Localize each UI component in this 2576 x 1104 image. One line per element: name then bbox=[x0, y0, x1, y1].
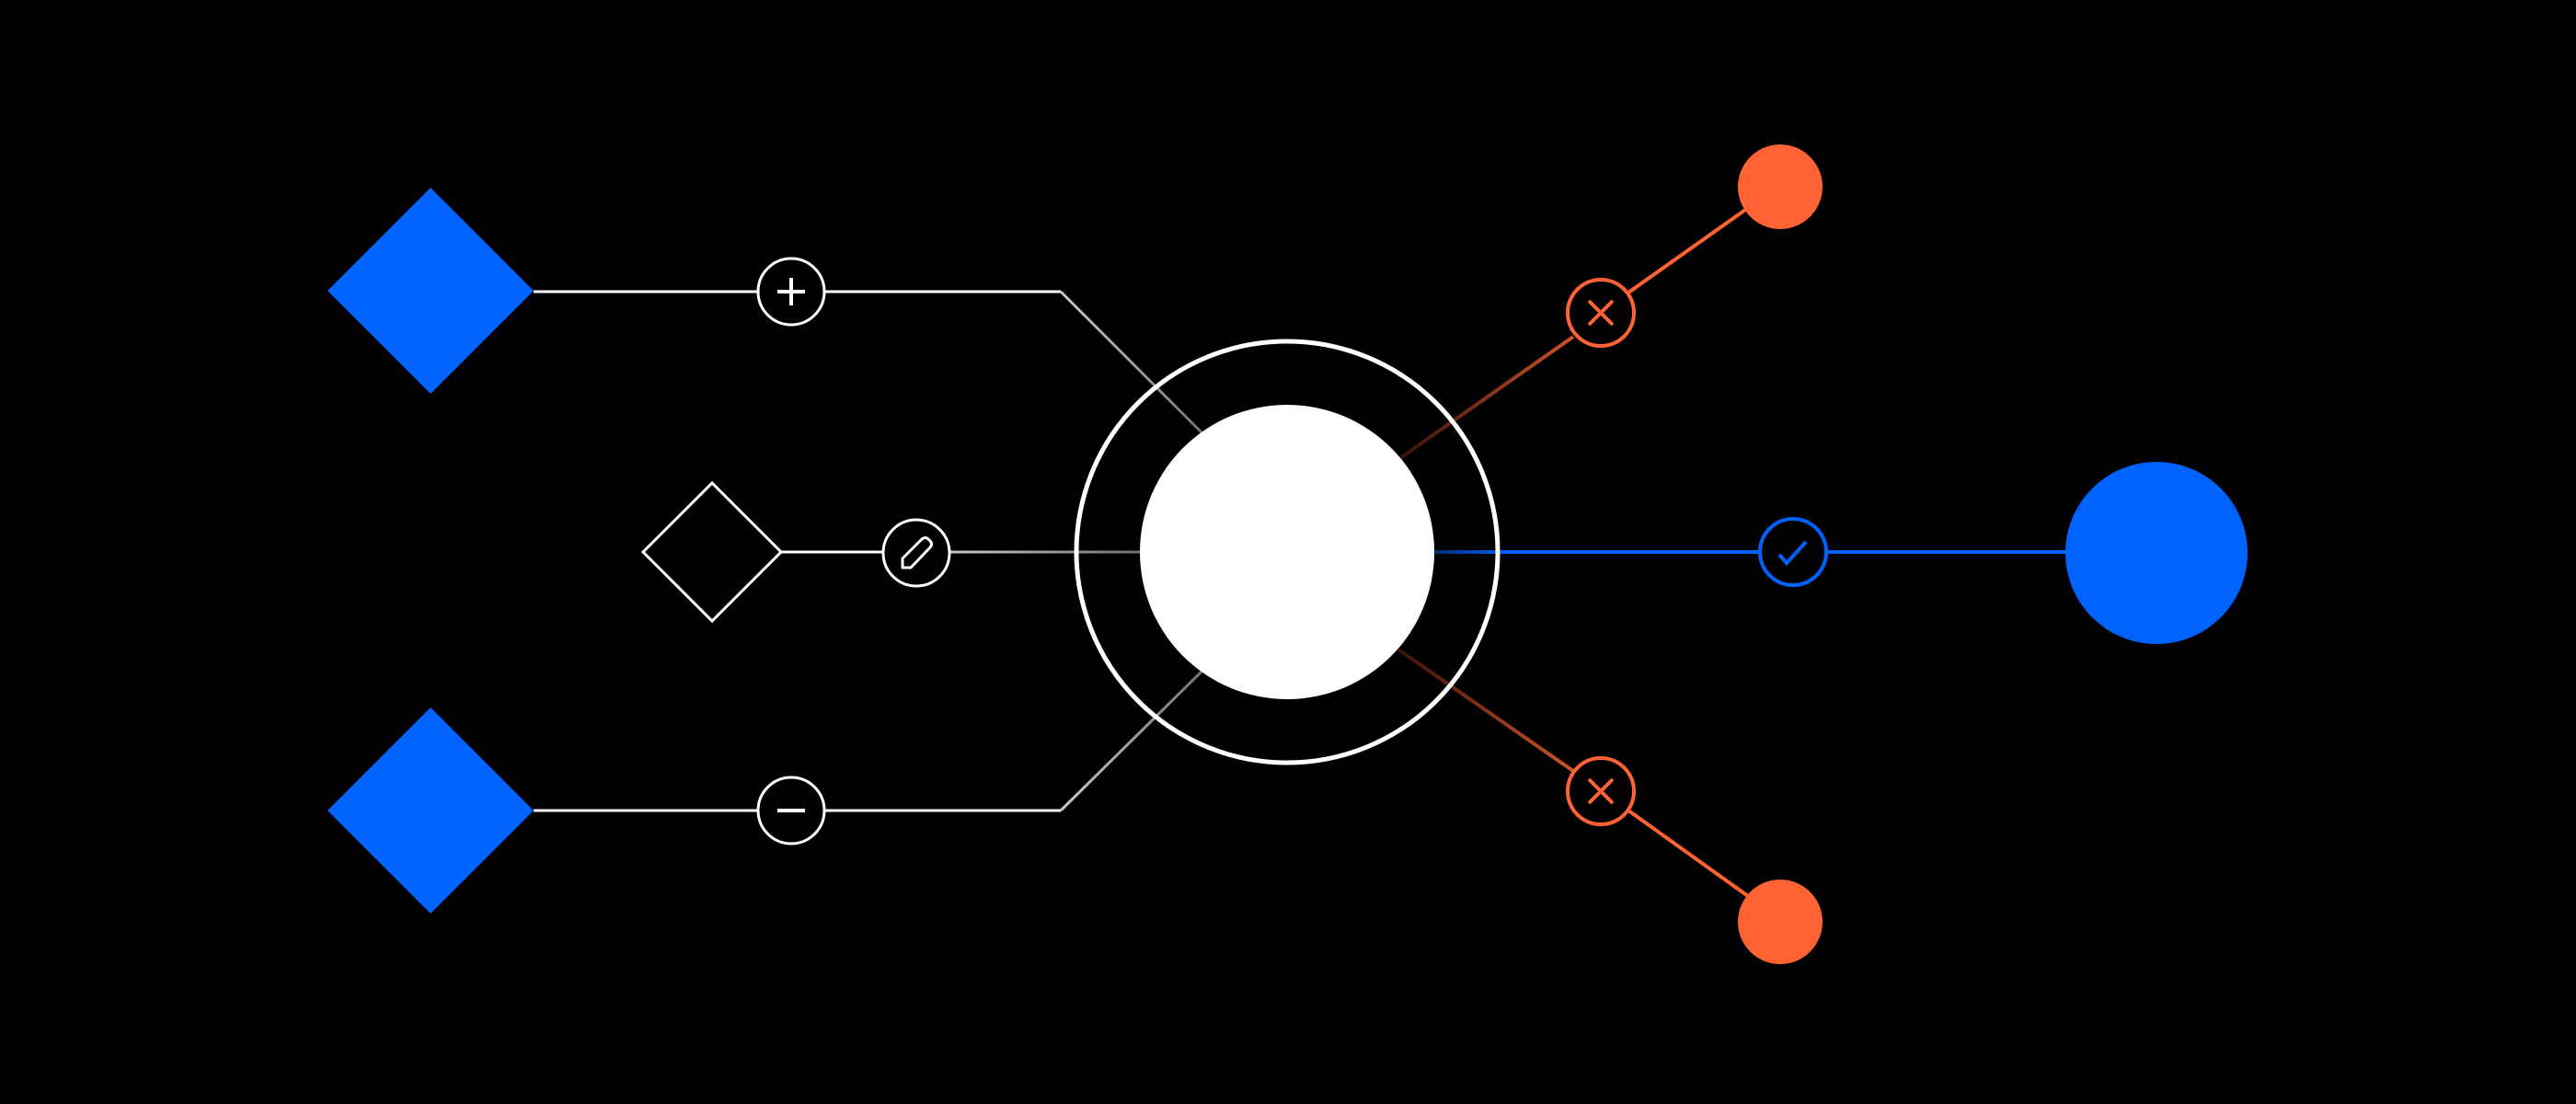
input-diamond-top[interactable] bbox=[328, 188, 534, 394]
center-node[interactable] bbox=[1140, 405, 1434, 699]
connector-reject-top bbox=[1627, 206, 1750, 294]
x-icon[interactable] bbox=[1566, 756, 1636, 826]
connector-reject-bottom bbox=[1627, 809, 1750, 898]
x-icon[interactable] bbox=[1566, 278, 1636, 348]
input-diamond-bottom[interactable] bbox=[328, 707, 534, 914]
center-ring bbox=[1074, 339, 1501, 765]
pencil-icon[interactable] bbox=[881, 518, 951, 588]
output-accepted[interactable] bbox=[2065, 462, 2248, 644]
output-rejected-bottom[interactable] bbox=[1738, 880, 1823, 964]
connector-reject-top-fade bbox=[1398, 335, 1575, 460]
input-diamond-middle[interactable] bbox=[640, 480, 784, 624]
plus-icon[interactable] bbox=[756, 257, 826, 327]
check-icon[interactable] bbox=[1758, 517, 1828, 587]
connector-top-bend bbox=[1059, 290, 1207, 438]
output-rejected-top[interactable] bbox=[1738, 144, 1823, 229]
minus-icon[interactable] bbox=[756, 776, 826, 845]
connector-reject-bottom-fade bbox=[1397, 648, 1575, 773]
connector-bottom-bend bbox=[1059, 666, 1207, 812]
